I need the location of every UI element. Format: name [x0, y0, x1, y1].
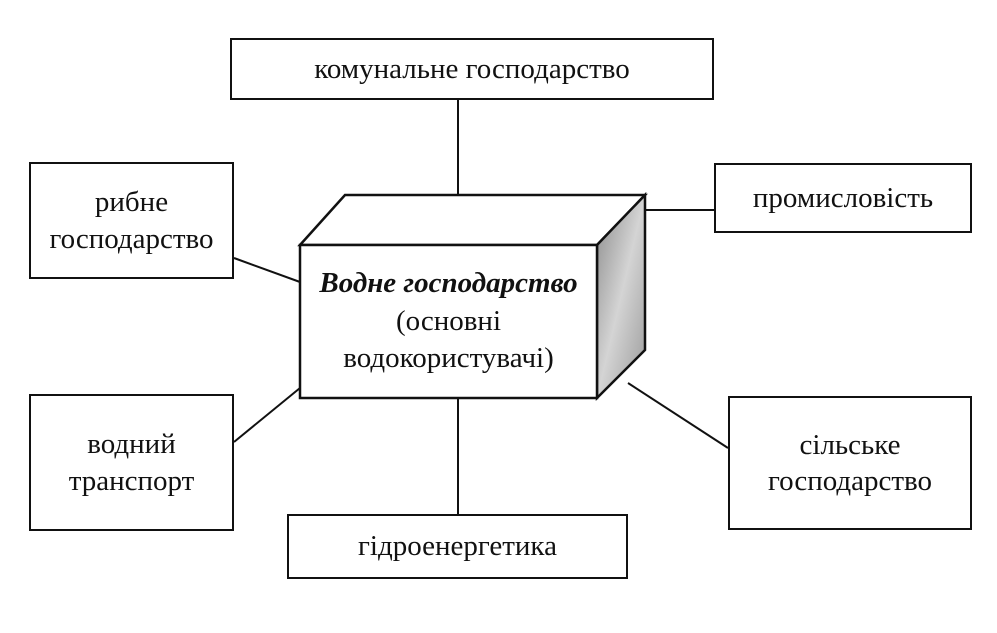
box-agriculture: сільське господарство — [728, 396, 972, 530]
box-communal-services-label: комунальне господарство — [314, 52, 630, 85]
link-right-bottom — [627, 382, 729, 449]
box-water-transport-label: водний транспорт — [68, 428, 195, 497]
link-left-top — [233, 257, 301, 283]
box-industry: промисловість — [714, 163, 972, 233]
center-subtitle-line2: водокористувачі) — [343, 342, 554, 375]
cube-front-face — [298, 243, 599, 400]
center-subtitle-line1: (основні — [395, 304, 502, 337]
box-fisheries-label: рибне господарство — [49, 186, 214, 255]
cube-top-face — [297, 193, 648, 247]
box-industry-label: промисловість — [752, 181, 934, 214]
center-cube — [297, 191, 648, 402]
box-communal-services: комунальне господарство — [230, 38, 714, 100]
center-label: Водне господарство (основні водокористув… — [300, 245, 597, 398]
box-agriculture-label: сільське господарство — [767, 428, 933, 497]
box-fisheries: рибне господарство — [29, 162, 234, 279]
center-title: Водне господарство — [319, 266, 578, 299]
box-hydropower: гідроенергетика — [287, 514, 628, 579]
link-left-bottom — [233, 387, 301, 443]
box-hydropower-label: гідроенергетика — [358, 530, 557, 563]
box-water-transport: водний транспорт — [29, 394, 234, 531]
